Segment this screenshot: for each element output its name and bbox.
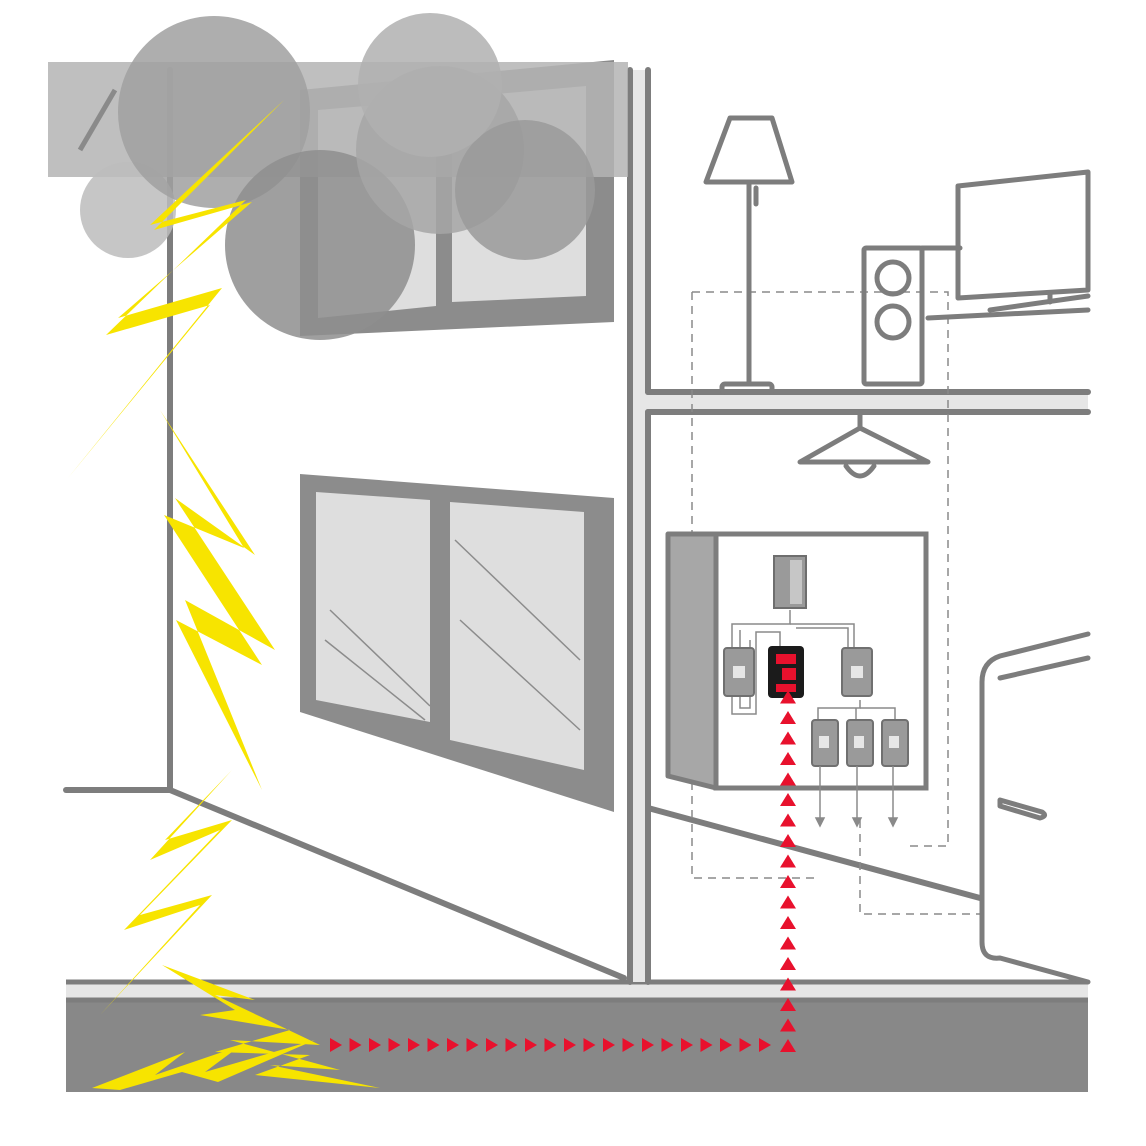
surge-arrow-up bbox=[780, 793, 796, 806]
surge-arrow-up bbox=[780, 936, 796, 950]
surge-arrow-up bbox=[780, 711, 796, 724]
surge-arrow-up bbox=[780, 895, 796, 909]
surge-arrow-right bbox=[564, 1038, 576, 1052]
lightning-bolt-icon bbox=[68, 100, 380, 1090]
surge-arrow-right bbox=[330, 1038, 342, 1052]
surge-arrow-right bbox=[739, 1038, 752, 1052]
room-floor-line bbox=[645, 805, 983, 901]
floor-slab bbox=[645, 389, 1091, 415]
surge-arrow-up bbox=[780, 977, 796, 991]
speaker-icon bbox=[861, 245, 963, 387]
surge-protector-icon bbox=[768, 646, 804, 698]
surge-path bbox=[330, 690, 796, 1052]
surge-arrow-right bbox=[759, 1038, 771, 1052]
surge-arrow-right bbox=[544, 1038, 557, 1052]
center-wall bbox=[627, 67, 651, 985]
ceiling-lamp-icon bbox=[797, 409, 931, 479]
surge-arrow-right bbox=[622, 1038, 635, 1052]
refrigerator-icon bbox=[979, 631, 1091, 985]
surge-arrow-right bbox=[427, 1038, 440, 1052]
surge-arrow-right bbox=[447, 1038, 459, 1052]
surge-arrow-up bbox=[780, 813, 796, 827]
surge-arrow-right bbox=[486, 1038, 498, 1052]
surge-arrow-up bbox=[780, 875, 796, 888]
surge-arrow-right bbox=[603, 1038, 615, 1052]
surge-arrow-right bbox=[642, 1038, 654, 1052]
surge-arrow-right bbox=[505, 1038, 518, 1052]
surge-arrow-up bbox=[780, 731, 796, 745]
surge-arrow-up bbox=[780, 834, 796, 847]
surge-arrow-up bbox=[780, 854, 796, 868]
circuit-outlines bbox=[691, 291, 980, 915]
surge-arrow-right bbox=[681, 1038, 693, 1052]
surge-arrow-right bbox=[525, 1038, 537, 1052]
surge-arrow-up bbox=[780, 1018, 796, 1032]
storm-cloud-icon bbox=[48, 13, 628, 340]
surge-arrow-right bbox=[720, 1038, 732, 1052]
surge-arrow-up bbox=[780, 998, 796, 1011]
surge-arrow-right bbox=[349, 1038, 362, 1052]
surge-arrow-up bbox=[780, 772, 796, 786]
surge-arrow-right bbox=[583, 1038, 596, 1052]
surge-arrow-right bbox=[408, 1038, 420, 1052]
surge-arrow-up bbox=[780, 752, 796, 765]
surge-arrow-up bbox=[780, 690, 796, 704]
surge-arrow-up bbox=[780, 916, 796, 929]
surge-arrow-right bbox=[700, 1038, 713, 1052]
surge-arrow-up bbox=[780, 1039, 796, 1052]
monitor-icon bbox=[925, 169, 1091, 321]
surge-arrow-up bbox=[780, 957, 796, 970]
surge-arrow-right bbox=[661, 1038, 674, 1052]
surge-arrow-right bbox=[369, 1038, 381, 1052]
surge-arrow-right bbox=[466, 1038, 479, 1052]
lower-window bbox=[300, 474, 614, 812]
floor-lamp-icon bbox=[703, 115, 795, 395]
distribution-board-icon bbox=[665, 531, 929, 828]
surge-arrow-right bbox=[388, 1038, 401, 1052]
